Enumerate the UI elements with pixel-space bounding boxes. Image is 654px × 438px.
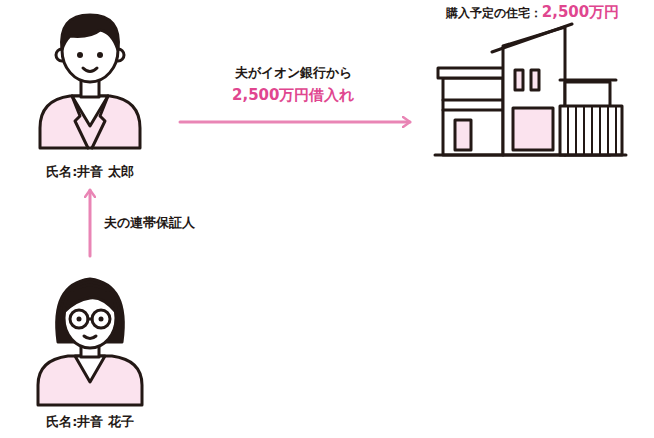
heading-text: 2,500万円 xyxy=(542,3,619,22)
heading-text: 購入予定の住宅： xyxy=(446,5,542,22)
arrow-connector xyxy=(89,190,92,256)
name-label: 氏名:井音 花子 xyxy=(46,413,134,431)
person-box: 氏名:井音 太郎 xyxy=(10,0,170,184)
amount-label: 2,500万円借入れ xyxy=(230,86,356,105)
husband-figure xyxy=(40,15,140,148)
edge-label: 夫がイオン銀行から xyxy=(233,64,354,82)
arrow-connector xyxy=(180,121,410,124)
house-box: 購入予定の住宅：2,500万円 xyxy=(420,0,645,160)
house-illustration xyxy=(435,24,626,155)
edge-label: 夫の連帯保証人 xyxy=(102,214,197,232)
name-label: 氏名:井音 太郎 xyxy=(46,163,134,181)
person-box: 氏名:井音 花子 xyxy=(10,262,170,434)
text-row: 購入予定の住宅：2,500万円 xyxy=(446,3,619,22)
wife-figure xyxy=(38,279,142,405)
